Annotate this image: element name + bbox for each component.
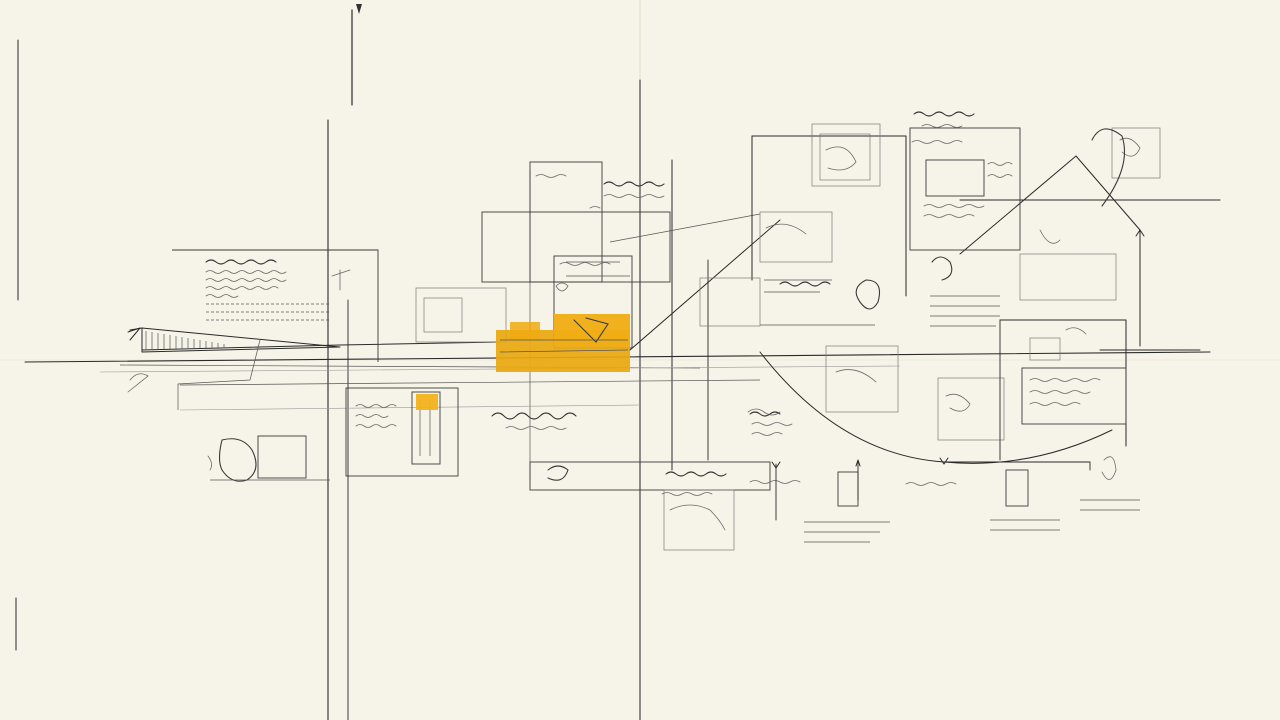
lower-frames [749,461,1140,543]
center-annotations [491,181,831,496]
left-notes-block [172,249,379,362]
left-lower-sketch [177,269,351,482]
right-side-drawings [759,127,1221,480]
yellow-highlight [416,314,630,410]
center-right-drawings [699,123,1005,441]
left-ramp-wedge [127,327,341,393]
center-frames [345,161,771,551]
arrow-marks [127,229,1145,469]
center-diagonals [609,135,907,351]
edge-marks [15,4,362,651]
upper-right-notes [909,111,1021,327]
